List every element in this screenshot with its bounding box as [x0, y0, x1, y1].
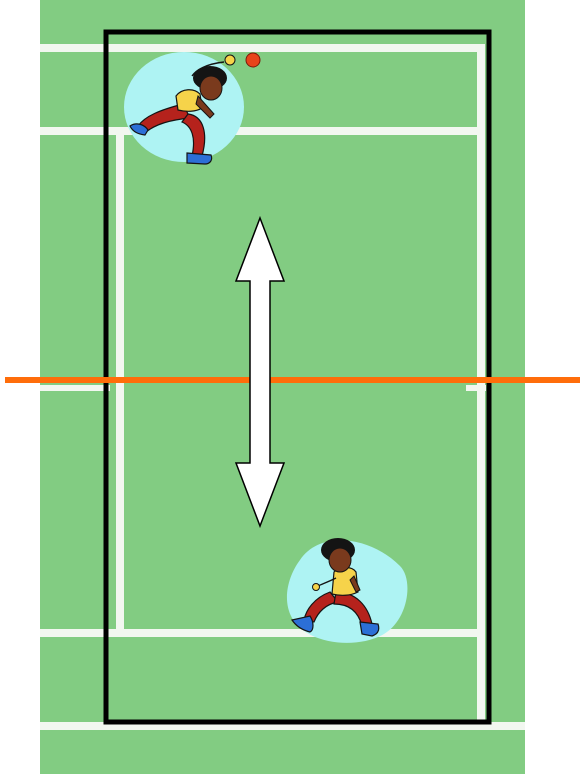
court-surface	[40, 0, 525, 774]
player-shoe	[360, 622, 379, 636]
racket-head	[225, 55, 235, 65]
net-side-tick-left	[40, 385, 110, 391]
side-line-singles	[477, 44, 485, 730]
net-line	[5, 377, 580, 383]
racket-head	[313, 584, 320, 591]
shuttlecock	[246, 53, 260, 67]
player-face	[200, 76, 222, 100]
player-shoe	[187, 153, 212, 164]
player-face	[329, 548, 351, 572]
